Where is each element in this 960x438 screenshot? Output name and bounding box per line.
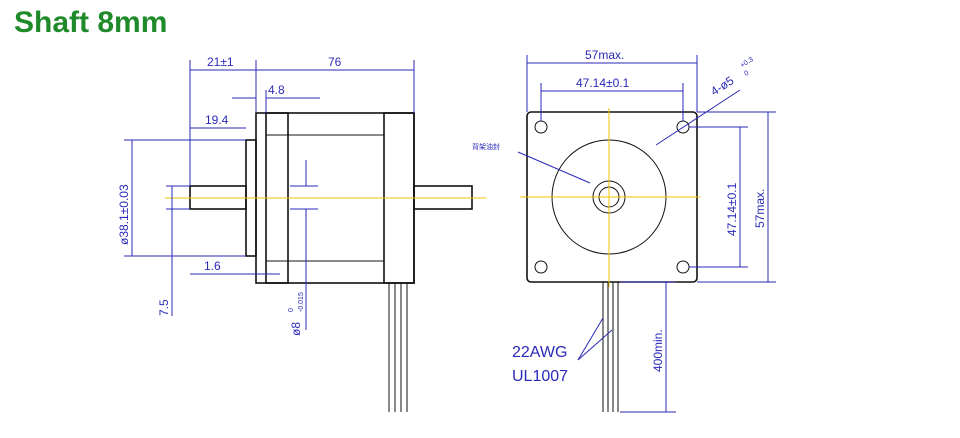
wire-standard-label: UL1007: [512, 368, 568, 385]
dim-shaft-tol-lower: -0.015: [298, 292, 305, 312]
mount-hole-bl: [534, 260, 548, 274]
dim-holes-tol-lower: 0: [743, 70, 750, 78]
dim-1-6-label: 1.6: [204, 259, 221, 273]
dim-19-4-label: 19.4: [205, 113, 229, 127]
dim-7-5-label: 7.5: [157, 299, 171, 316]
dim-holes-tol-upper: +0.3: [739, 56, 754, 69]
page-title: Shaft 8mm: [14, 6, 168, 39]
dim-38-1-label: ø38.1±0.03: [117, 184, 131, 245]
dim-4-8-label: 4.8: [268, 83, 285, 97]
dim-57-top-label: 57max.: [585, 48, 624, 62]
dim-47-right-label: 47.14±0.1: [725, 182, 739, 236]
wire-gauge-label: 22AWG: [512, 344, 567, 361]
dim-400-label: 400min.: [651, 329, 665, 372]
side-view: 21±1 76 4.8 19.4 ø38.1±0.03 1.6 7.5 ø8 0: [117, 55, 486, 412]
dim-shaft-label: ø8: [289, 322, 303, 336]
mount-hole-tl: [534, 120, 548, 134]
dim-21-label: 21±1: [207, 55, 234, 69]
front-view: 57max. 47.14±0.1 4-ø5 +0.3 0 背架油封 47.14±…: [472, 48, 776, 413]
mount-hole-br: [676, 260, 690, 274]
dim-57-right-label: 57max.: [753, 189, 767, 228]
dim-shaft-tol-upper: 0: [288, 308, 295, 312]
dim-47-top-label: 47.14±0.1: [576, 76, 630, 90]
center-note-label: 背架油封: [472, 142, 500, 151]
dim-76-label: 76: [328, 55, 342, 69]
